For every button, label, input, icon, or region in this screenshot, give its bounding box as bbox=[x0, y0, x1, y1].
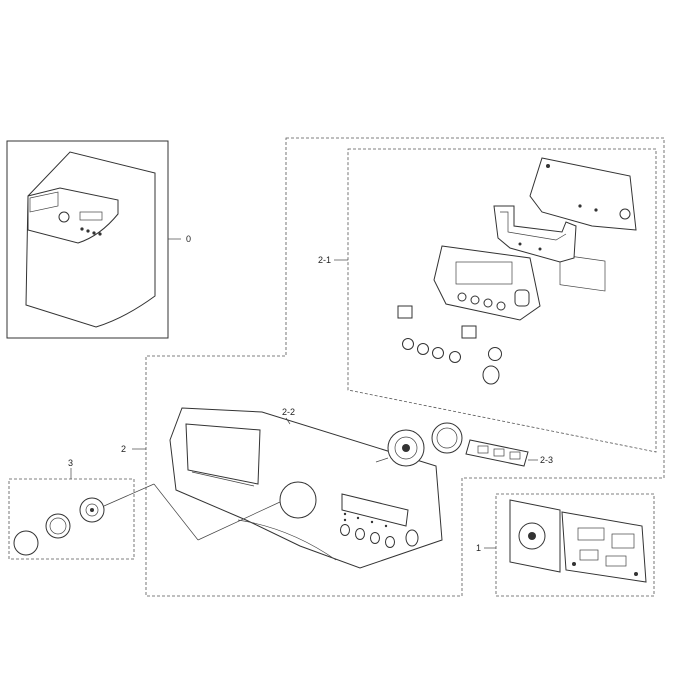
assembly-0-washer: 0 bbox=[6, 140, 191, 339]
knob-parts bbox=[375, 422, 463, 467]
key-switch-a bbox=[397, 305, 413, 319]
callout-2-1: 2-1 bbox=[318, 255, 331, 265]
callout-0: 0 bbox=[186, 234, 191, 244]
button-4 bbox=[449, 351, 461, 363]
assembly-2-1-dashed-outline bbox=[347, 148, 657, 453]
callout-2-3: 2-3 bbox=[540, 455, 553, 465]
display-window bbox=[341, 493, 409, 527]
button-1 bbox=[402, 338, 414, 350]
display-bracket bbox=[493, 205, 577, 263]
key-switch-b bbox=[461, 325, 477, 339]
display-frame bbox=[529, 157, 637, 231]
assembly-3-knob-set: 3 bbox=[8, 458, 281, 560]
washer-control-panel bbox=[27, 187, 119, 244]
callout-1: 1 bbox=[476, 543, 481, 553]
assembly-0-frame bbox=[6, 140, 169, 339]
encoder-ring bbox=[431, 422, 463, 454]
callout-2-2: 2-2 bbox=[282, 407, 295, 417]
knob-cap bbox=[13, 530, 39, 556]
callout-2: 2 bbox=[121, 444, 126, 454]
assembly-3-dashed-outline bbox=[8, 478, 135, 560]
detergent-drawer-opening bbox=[185, 423, 261, 485]
knob-ring bbox=[45, 513, 71, 539]
dial-opening bbox=[279, 481, 317, 519]
button-2 bbox=[417, 343, 429, 355]
main-pcb-right bbox=[561, 511, 647, 583]
washer-dial bbox=[58, 211, 70, 223]
bracket-2-3 bbox=[465, 439, 529, 467]
button-3 bbox=[432, 347, 444, 359]
display-pcb bbox=[433, 245, 541, 321]
callout-3: 3 bbox=[68, 458, 73, 468]
assembly-2-3-bracket: 2-3 bbox=[465, 439, 553, 467]
panel-power-button bbox=[405, 529, 419, 547]
assembly-2-group: 2 bbox=[121, 137, 665, 597]
assembly-2-dashed-outline bbox=[145, 137, 665, 597]
washer-cabinet bbox=[25, 151, 156, 328]
power-button bbox=[482, 365, 500, 385]
assembly-2-2-control-panel: 2-2 bbox=[169, 407, 443, 569]
button-5 bbox=[488, 347, 502, 361]
assembly-2-1-group: 2-1 bbox=[318, 148, 657, 453]
assembly-1-main-pcb: 1 bbox=[476, 493, 655, 597]
